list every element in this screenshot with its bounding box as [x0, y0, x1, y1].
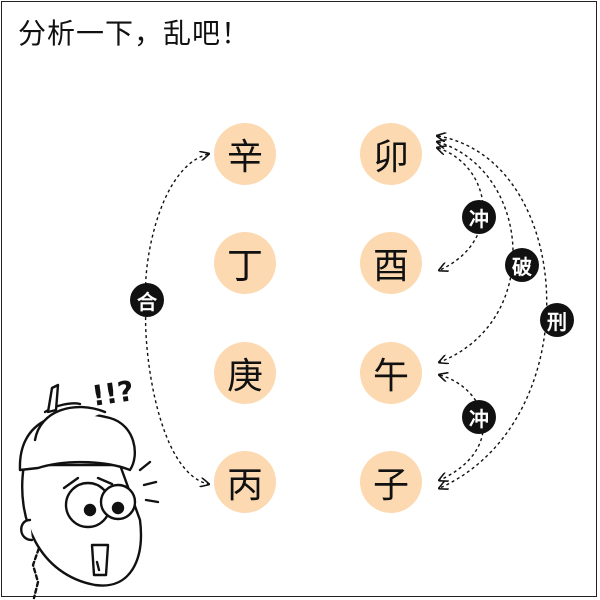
chong-arrow-top: [438, 148, 484, 270]
he-badge: 合: [130, 283, 164, 317]
xing-badge: 刑: [540, 303, 574, 337]
branch-circle: 午: [360, 342, 422, 404]
stem-circle: 丁: [214, 232, 276, 294]
branch-circle: 酉: [360, 232, 422, 294]
chong-badge-bottom: 冲: [462, 400, 496, 434]
stem-circle: 庚: [214, 342, 276, 404]
exclamation-text: !!?: [89, 374, 136, 413]
branch-circle: 子: [360, 451, 422, 513]
panel-title: 分析一下，乱吧！: [18, 17, 251, 50]
chong-badge-top: 冲: [462, 200, 496, 234]
stem-circle: 丙: [214, 451, 276, 513]
xing-arrow: [438, 136, 548, 488]
po-badge: 破: [505, 248, 539, 282]
branch-circle: 卯: [360, 123, 422, 185]
po-arrow: [438, 142, 514, 362]
stem-circle: 辛: [214, 123, 276, 185]
